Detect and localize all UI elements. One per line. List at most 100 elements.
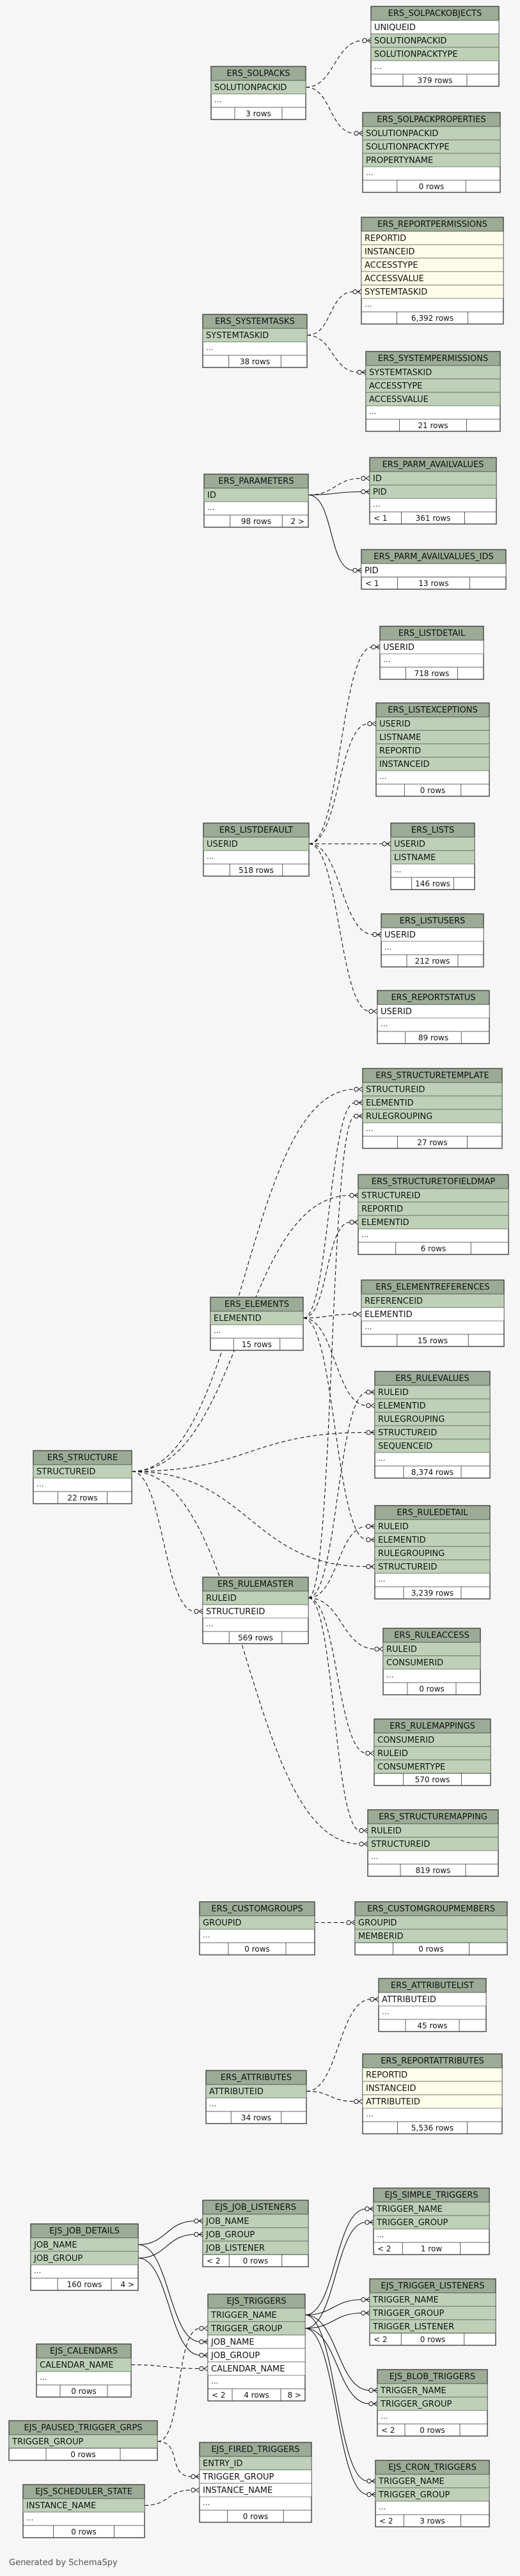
table-ers-rulemappings[interactable]: ERS_RULEMAPPINGSCONSUMERIDRULEIDCONSUMER… <box>374 1718 491 1786</box>
table-name[interactable]: ERS_RULEACCESS <box>394 1631 469 1640</box>
table-name[interactable]: ERS_ELEMENTS <box>225 1300 289 1309</box>
column-elementid[interactable]: ELEMENTID <box>378 1401 426 1411</box>
table-name[interactable]: EJS_JOB_DETAILS <box>49 2226 120 2236</box>
table-name[interactable]: ERS_SYSTEMPERMISSIONS <box>378 354 489 364</box>
table-name[interactable]: ERS_LISTS <box>411 826 455 835</box>
column-structureid[interactable]: STRUCTUREID <box>206 1607 265 1617</box>
table-name[interactable]: ERS_STRUCTURE <box>47 1453 118 1463</box>
column-rulegrouping[interactable]: RULEGROUPING <box>378 1549 445 1559</box>
table-name[interactable]: ERS_SOLPACKPROPERTIES <box>377 115 486 125</box>
table-name[interactable]: ERS_ELEMENTREFERENCES <box>375 1283 489 1292</box>
table-ers-listexceptions[interactable]: ERS_LISTEXCEPTIONSUSERIDLISTNAMEREPORTID… <box>375 702 490 797</box>
column-trigger-name[interactable]: TRIGGER_NAME <box>380 2386 446 2396</box>
column-pid[interactable]: PID <box>365 566 379 576</box>
column-sequenceid[interactable]: SEQUENCEID <box>378 1442 432 1451</box>
column-instanceid[interactable]: INSTANCEID <box>379 760 430 769</box>
column-structureid[interactable]: STRUCTUREID <box>36 1467 95 1477</box>
column-trigger-group[interactable]: TRIGGER_GROUP <box>376 2218 448 2228</box>
table-name[interactable]: ERS_REPORTPERMISSIONS <box>377 220 487 229</box>
column-job-listener[interactable]: JOB_LISTENER <box>205 2244 265 2253</box>
table-name[interactable]: EJS_SIMPLE_TRIGGERS <box>384 2191 478 2200</box>
column-structureid[interactable]: STRUCTUREID <box>366 1085 425 1095</box>
table-name[interactable]: ERS_PARM_AVAILVALUES <box>382 460 484 470</box>
column-userid[interactable]: USERID <box>394 840 425 849</box>
table-name[interactable]: ERS_STRUCTURETEMPLATE <box>375 1071 489 1081</box>
table-name[interactable]: EJS_TRIGGERS <box>226 2297 286 2306</box>
column-id[interactable]: ID <box>373 474 382 484</box>
column-groupid[interactable]: GROUPID <box>203 1918 242 1928</box>
parent-count[interactable]: < 1 <box>374 514 388 523</box>
column-attributeid[interactable]: ATTRIBUTEID <box>209 2087 264 2097</box>
table-name[interactable]: ERS_RULEMAPPINGS <box>390 1722 475 1731</box>
column-uniqueid[interactable]: UNIQUEID <box>374 23 416 33</box>
column-elementid[interactable]: ELEMENTID <box>365 1310 413 1320</box>
table-name[interactable]: ERS_REPORTSTATUS <box>391 993 475 1003</box>
table-name[interactable]: ERS_SOLPACKS <box>226 69 290 79</box>
column-id[interactable]: ID <box>207 491 216 500</box>
child-count[interactable]: 2 > <box>290 517 304 526</box>
column-memberid[interactable]: MEMBERID <box>358 1932 404 1941</box>
table-ejs-fired-triggers[interactable]: EJS_FIRED_TRIGGERSENTRY_IDTRIGGER_GROUPI… <box>199 2442 312 2523</box>
table-ers-elementreferences[interactable]: ERS_ELEMENTREFERENCESREFERENCEIDELEMENTI… <box>361 1279 505 1347</box>
column-reportid[interactable]: REPORTID <box>366 2071 407 2080</box>
table-name[interactable]: ERS_CUSTOMGROUPS <box>211 1904 303 1914</box>
column-reportid[interactable]: REPORTID <box>379 746 421 756</box>
column-attributeid[interactable]: ATTRIBUTEID <box>382 1995 436 2005</box>
table-name[interactable]: ERS_SOLPACKOBJECTS <box>388 9 482 19</box>
table-name[interactable]: ERS_RULEMASTER <box>217 1580 294 1589</box>
column-trigger-group[interactable]: TRIGGER_GROUP <box>378 2490 450 2500</box>
table-ejs-simple-triggers[interactable]: EJS_SIMPLE_TRIGGERSTRIGGER_NAMETRIGGER_G… <box>373 2187 490 2255</box>
table-ers-structuretemplate[interactable]: ERS_STRUCTURETEMPLATE STRUCTUREID ELEMENTI… <box>362 1068 503 1149</box>
column-reportid[interactable]: REPORTID <box>365 234 406 243</box>
column-attributeid[interactable]: ATTRIBUTEID <box>366 2097 420 2107</box>
table-name[interactable]: EJS_CRON_TRIGGERS <box>388 2463 477 2472</box>
table-name[interactable]: ERS_ATTRIBUTELIST <box>391 1981 474 1991</box>
column-structureid[interactable]: STRUCTUREID <box>371 1840 430 1849</box>
column-ruleid[interactable]: RULEID <box>377 1749 408 1759</box>
table-ejs-blob-triggers[interactable]: EJS_BLOB_TRIGGERSTRIGGER_NAMETRIGGER_GRO… <box>377 2369 488 2437</box>
table-ejs-triggers[interactable]: EJS_TRIGGERS TRIGGER_NAME TRIGGER_GROUP JOB… <box>207 2294 306 2402</box>
column-elementid[interactable]: ELEMENTID <box>378 1536 426 1545</box>
child-count[interactable]: 4 > <box>120 2280 134 2289</box>
parent-count[interactable]: < 2 <box>381 2426 395 2435</box>
table-name[interactable]: ERS_LISTDEFAULT <box>219 826 294 835</box>
table-name[interactable]: ERS_CUSTOMGROUPMEMBERS <box>367 1904 495 1914</box>
column-structureid[interactable]: STRUCTUREID <box>378 1562 437 1572</box>
column-calendar-name[interactable]: CALENDAR_NAME <box>40 2361 113 2370</box>
column-trigger-name[interactable]: TRIGGER_NAME <box>372 2295 439 2305</box>
column-ruleid[interactable]: RULEID <box>378 1522 409 1532</box>
column-job-group[interactable]: JOB_GROUP <box>33 2254 83 2264</box>
table-name[interactable]: ERS_SYSTEMTASKS <box>215 317 295 327</box>
column-trigger-name[interactable]: TRIGGER_NAME <box>210 2311 277 2320</box>
column-trigger-group[interactable]: TRIGGER_GROUP <box>210 2324 283 2334</box>
column-job-group[interactable]: JOB_GROUP <box>205 2230 255 2240</box>
table-ers-reportpermissions[interactable]: ERS_REPORTPERMISSIONSREPORTIDINSTANCEIDA… <box>361 217 504 325</box>
parent-count[interactable]: < 2 <box>374 2335 388 2344</box>
column-userid[interactable]: USERID <box>384 930 416 940</box>
column-solutionpackid[interactable]: SOLUTIONPACKID <box>214 83 287 93</box>
column-trigger-group[interactable]: TRIGGER_GROUP <box>202 2472 274 2482</box>
column-consumerid[interactable]: CONSUMERID <box>377 1736 434 1745</box>
table-name[interactable]: EJS_SCHEDULER_STATE <box>35 2487 132 2497</box>
column-elementid[interactable]: ELEMENTID <box>366 1099 414 1108</box>
column-groupid[interactable]: GROUPID <box>358 1918 397 1928</box>
table-ers-rulevalues[interactable]: ERS_RULEVALUESRULEIDELEMENTIDRULEGROUPIN… <box>374 1371 491 1479</box>
column-elementid[interactable]: ELEMENTID <box>214 1314 262 1323</box>
column-rulegrouping[interactable]: RULEGROUPING <box>378 1415 445 1424</box>
column-systemtaskid[interactable]: SYSTEMTASKID <box>369 368 432 378</box>
column-consumerid[interactable]: CONSUMERID <box>386 1658 443 1668</box>
table-ejs-trigger-listeners[interactable]: EJS_TRIGGER_LISTENERSTRIGGER_NAMETRIGGER… <box>369 2278 496 2346</box>
column-job-group[interactable]: JOB_GROUP <box>210 2351 260 2361</box>
column-accessvalue[interactable]: ACCESSVALUE <box>369 395 429 405</box>
